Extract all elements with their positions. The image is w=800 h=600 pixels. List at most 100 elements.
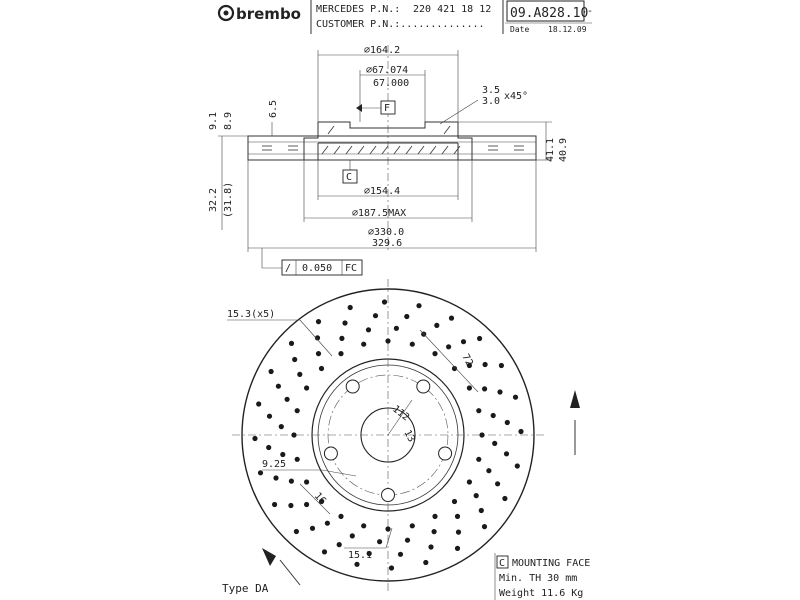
drill-hole bbox=[377, 539, 383, 545]
disc-outer-edge bbox=[241, 288, 535, 582]
drill-hole bbox=[266, 413, 273, 419]
drill-hole bbox=[288, 340, 295, 346]
drill-hole bbox=[354, 561, 360, 567]
drill-hole bbox=[315, 351, 322, 357]
part-number: 09.A828.10 bbox=[510, 6, 588, 21]
dim-40-9: 40.9 bbox=[558, 138, 569, 162]
drill-hole bbox=[486, 468, 492, 474]
bolt-hole bbox=[416, 379, 431, 394]
drill-hole bbox=[478, 507, 484, 514]
brembo-logo-icon bbox=[217, 4, 235, 22]
drill-hole bbox=[268, 368, 274, 375]
drill-hole bbox=[446, 344, 452, 350]
drill-hole bbox=[338, 351, 344, 357]
brembo-logo-dot-icon bbox=[223, 10, 229, 16]
dim-13: 13 bbox=[401, 428, 416, 444]
drill-hole bbox=[502, 495, 508, 502]
mount-letter-box bbox=[496, 555, 509, 569]
drill-hole bbox=[476, 408, 482, 414]
datum-f: F bbox=[384, 103, 390, 114]
drill-hole bbox=[476, 456, 482, 462]
drill-hole bbox=[361, 341, 367, 347]
bolt-hole bbox=[381, 488, 395, 502]
dim-6-5: 6.5 bbox=[268, 100, 279, 118]
drill-hole bbox=[428, 544, 434, 550]
date-value: 18.12.09 bbox=[548, 25, 587, 34]
drill-hole bbox=[451, 498, 458, 505]
drill-hole bbox=[342, 320, 348, 326]
dim-9-1: 9.1 bbox=[208, 112, 219, 130]
drill-hole bbox=[339, 335, 345, 341]
drill-holes bbox=[252, 299, 524, 571]
drill-hole bbox=[434, 322, 440, 328]
drill-hole bbox=[385, 338, 391, 344]
type-label: Type DA bbox=[222, 582, 269, 595]
drill-hole bbox=[304, 501, 310, 508]
drill-hole bbox=[372, 313, 379, 319]
hat-outline-left bbox=[303, 122, 319, 161]
drill-hole bbox=[503, 451, 510, 457]
datum-c: C bbox=[346, 172, 352, 183]
drill-hole bbox=[294, 408, 300, 414]
drill-hole bbox=[397, 551, 404, 557]
dim-72: 72 bbox=[459, 352, 474, 368]
drill-hole bbox=[314, 335, 321, 341]
datum-f-box bbox=[380, 100, 396, 115]
drill-hole bbox=[498, 362, 504, 369]
bolt-holes bbox=[323, 379, 453, 502]
drill-hole bbox=[318, 498, 325, 505]
drill-hole bbox=[482, 361, 488, 368]
drill-hole bbox=[404, 313, 410, 320]
drill-hole bbox=[273, 475, 279, 481]
mount-letter: C bbox=[499, 558, 505, 569]
drill-hole bbox=[366, 550, 372, 557]
drill-hole bbox=[466, 479, 472, 485]
dim-d-187: ∅187.5MAX bbox=[352, 208, 406, 219]
section-view: ∅164.2 ∅67.074 67.000 3.5 3.0 x45° F 9.1… bbox=[208, 45, 569, 276]
drill-hole bbox=[432, 513, 438, 520]
hat-outline-right bbox=[457, 122, 473, 161]
hat-top bbox=[318, 121, 458, 129]
drill-hole bbox=[448, 315, 455, 321]
drill-hole bbox=[336, 542, 342, 548]
drill-hole bbox=[409, 523, 415, 529]
drill-hole bbox=[291, 432, 297, 438]
drill-hole bbox=[272, 501, 278, 508]
drill-hole bbox=[293, 528, 299, 535]
drill-hole bbox=[324, 520, 330, 526]
drill-hole bbox=[432, 351, 438, 357]
mercedes-pn-label: MERCEDES P.N.: bbox=[316, 4, 400, 15]
drill-hole bbox=[318, 365, 325, 372]
dim-d-67074: ∅67.074 bbox=[366, 65, 408, 76]
drill-hole bbox=[297, 371, 303, 377]
mounting-face-note: MOUNTING FACE bbox=[512, 558, 590, 569]
dim-67000: 67.000 bbox=[373, 78, 409, 89]
drill-hole bbox=[404, 537, 411, 543]
hatching bbox=[321, 125, 461, 155]
bolt-hole bbox=[323, 446, 338, 461]
title-block: brembo MERCEDES P.N.: 220 421 18 12 CUST… bbox=[217, 0, 593, 34]
drill-hole bbox=[280, 451, 286, 458]
drill-hole bbox=[388, 565, 395, 571]
drill-hole bbox=[492, 440, 498, 446]
drill-hole bbox=[257, 470, 264, 476]
drill-hole bbox=[451, 365, 458, 372]
arrow-up-left-icon bbox=[262, 548, 276, 566]
datum-f-arrow-icon bbox=[356, 104, 362, 112]
dim-112: 112 bbox=[390, 404, 411, 424]
drill-hole bbox=[454, 545, 461, 552]
customer-pn-label: CUSTOMER P.N.:.............. bbox=[316, 19, 485, 30]
drill-hole bbox=[454, 513, 461, 520]
dim-9-25: 9.25 bbox=[262, 459, 286, 470]
bolt-hole bbox=[438, 446, 453, 461]
dim-chamfer-1: 3.5 bbox=[482, 85, 500, 96]
drill-hole bbox=[385, 526, 391, 532]
dim-chamfer-angle: x45° bbox=[504, 91, 528, 102]
part-number-box bbox=[506, 0, 585, 22]
drill-hole bbox=[284, 396, 290, 402]
drill-hole bbox=[479, 432, 485, 438]
drill-hole bbox=[466, 385, 472, 391]
front-view: 15.3(x5) 72 112 13 9.25 16 15.1 bbox=[227, 279, 580, 591]
drill-hole bbox=[361, 523, 367, 529]
